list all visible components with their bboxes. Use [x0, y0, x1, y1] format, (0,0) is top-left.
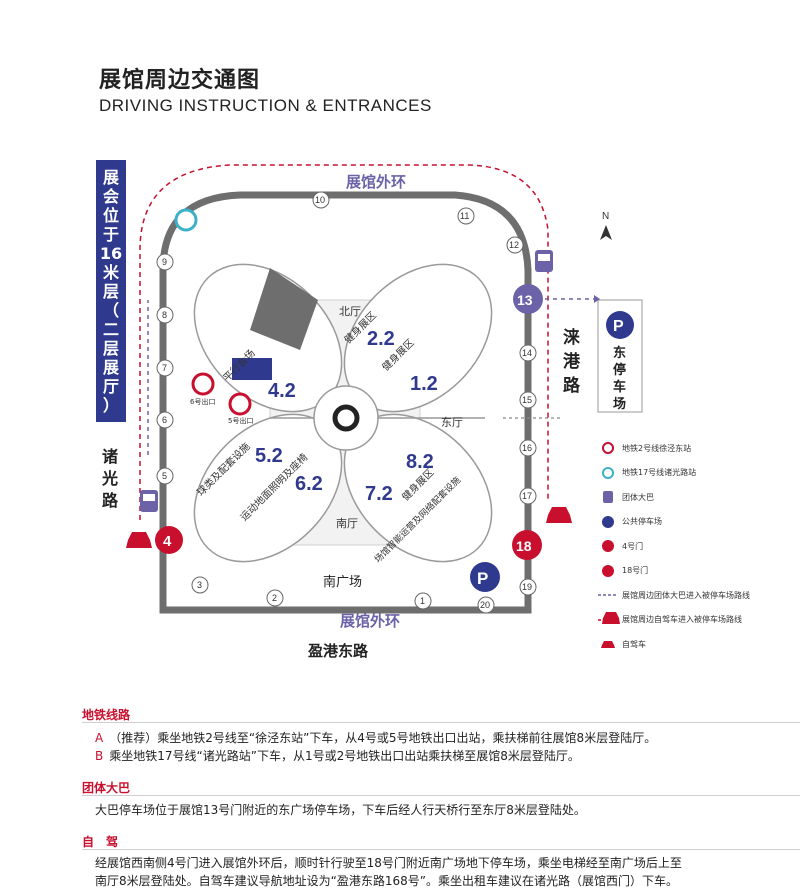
svg-text:6: 6 [162, 415, 167, 425]
car-icon [601, 641, 615, 649]
bus-icon [140, 250, 553, 512]
svg-text:停: 停 [613, 362, 626, 378]
svg-text:4.2: 4.2 [268, 380, 296, 402]
svg-text:6号出口: 6号出口 [190, 397, 215, 406]
svg-text:4: 4 [163, 533, 172, 550]
legend-item: 展馆周边团体大巴进入被停车场路线 [598, 583, 750, 608]
section-car-heading: 自 驾 [82, 835, 119, 849]
legend-item: 展馆周边自驾车进入被停车场路线 [598, 608, 750, 633]
svg-text:展馆外环: 展馆外环 [346, 173, 406, 191]
divider [82, 795, 800, 796]
svg-text:P: P [613, 318, 624, 335]
svg-text:6.2: 6.2 [295, 473, 323, 495]
legend-item: 地铁17号线诸光路站 [598, 461, 750, 486]
parallel-venue-block [232, 358, 272, 380]
divider [82, 722, 800, 723]
gate-markers: 3 2 1 5 6 7 8 9 10 11 12 14 15 16 17 19 … [156, 191, 537, 614]
svg-text:N: N [602, 211, 609, 222]
legend-item: 地铁2号线徐泾东站 [598, 436, 750, 461]
metro2-icon [191, 372, 252, 416]
car-route-icon [598, 619, 618, 621]
gate13-icon: 13 [513, 284, 543, 314]
svg-text:17: 17 [522, 491, 532, 501]
gate18-icon: 18 [512, 530, 542, 560]
svg-text:1.2: 1.2 [410, 373, 438, 395]
svg-text:10: 10 [315, 195, 325, 205]
bus-icon [603, 491, 613, 504]
legend-item: 团体大巴 [598, 485, 750, 510]
svg-text:南广场: 南广场 [323, 574, 362, 590]
section-metro-heading: 地铁线路 [82, 708, 131, 722]
page-title: 展馆周边交通图 [99, 68, 261, 93]
svg-text:19: 19 [522, 582, 532, 592]
gate18-icon [602, 564, 614, 577]
legend-item: 公共停车场 [598, 510, 750, 535]
ring-road [159, 191, 532, 614]
svg-text:5: 5 [162, 471, 167, 481]
svg-text:13: 13 [517, 292, 533, 308]
svg-text:2.2: 2.2 [367, 328, 395, 350]
svg-text:1: 1 [420, 596, 425, 606]
car-route-line [139, 164, 549, 520]
venue-map: N P P 东 停 车 场 4 18 13 3 2 1 5 6 7 8 [126, 164, 643, 630]
road-label-yinggang: 盈港东路 [308, 642, 369, 660]
svg-text:14: 14 [522, 348, 532, 358]
svg-text:5.2: 5.2 [255, 445, 283, 467]
svg-text:7: 7 [162, 363, 167, 373]
bus-text: 大巴停车场位于展馆13号门附近的东广场停车场，下车后经人行天桥行至东厅8米层登陆… [95, 803, 586, 817]
svg-text:18: 18 [516, 538, 532, 554]
center-marker [332, 404, 360, 432]
svg-text:7.2: 7.2 [365, 483, 393, 505]
car-text-2: 南厅8米层登陆处。自驾车建议导航地址设为“盈港东路168号”。乘坐出租车建议在诸… [95, 874, 678, 888]
legend-item: 18号门 [598, 559, 750, 584]
svg-text:12: 12 [509, 240, 519, 250]
svg-text:15: 15 [522, 395, 532, 405]
metro17-icon [174, 208, 198, 232]
svg-text:场: 场 [613, 397, 626, 412]
legend-item: 自驾车 [598, 632, 750, 657]
svg-text:20: 20 [480, 600, 490, 610]
svg-text:2: 2 [272, 593, 277, 603]
map-legend: 地铁2号线徐泾东站 地铁17号线诸光路站 团体大巴 公共停车场 4号门 18号门… [598, 436, 750, 657]
svg-text:南厅: 南厅 [336, 517, 358, 530]
road-label-zhuguang: 诸光路 [102, 447, 119, 510]
svg-text:东厅: 东厅 [441, 416, 463, 429]
gate4-icon [602, 540, 614, 553]
road-label-laigang: 涞港路 [563, 328, 580, 396]
svg-text:8.2: 8.2 [406, 451, 434, 473]
svg-text:8: 8 [162, 310, 167, 320]
divider [82, 849, 800, 850]
svg-text:11: 11 [460, 211, 469, 221]
car-text-1: 经展馆西南侧4号门进入展馆外环后，顺时针行驶至18号门附近南广场地下停车场，乘坐… [95, 856, 682, 870]
page-subtitle: DRIVING INSTRUCTION & ENTRANCES [99, 96, 432, 115]
svg-text:P: P [477, 569, 488, 588]
svg-text:9: 9 [162, 257, 167, 267]
section-bus-heading: 团体大巴 [82, 781, 131, 795]
svg-text:3: 3 [305, 345, 319, 375]
svg-text:5号出口: 5号出口 [228, 416, 253, 425]
parking-icon [602, 515, 614, 528]
svg-text:北厅: 北厅 [339, 305, 361, 318]
north-arrow-icon [600, 225, 612, 240]
svg-text:16: 16 [522, 443, 532, 453]
svg-text:展馆外环: 展馆外环 [340, 612, 400, 630]
gate4-icon: 4 [155, 526, 183, 554]
parking-icon: P P [470, 299, 643, 592]
svg-text:车: 车 [613, 379, 626, 395]
svg-text:东: 东 [613, 345, 626, 361]
metro2-icon [602, 442, 614, 455]
legend-item: 4号门 [598, 534, 750, 559]
car-icon [126, 507, 620, 624]
metro-line-a: A（推荐）乘坐地铁2号线至“徐泾东站”下车，从4号或5号地铁出口出站，乘扶梯前往… [95, 731, 657, 745]
bus-route-icon [598, 594, 618, 596]
metro17-icon [602, 466, 614, 479]
hall3-block [250, 268, 318, 350]
svg-text:3: 3 [197, 580, 202, 590]
